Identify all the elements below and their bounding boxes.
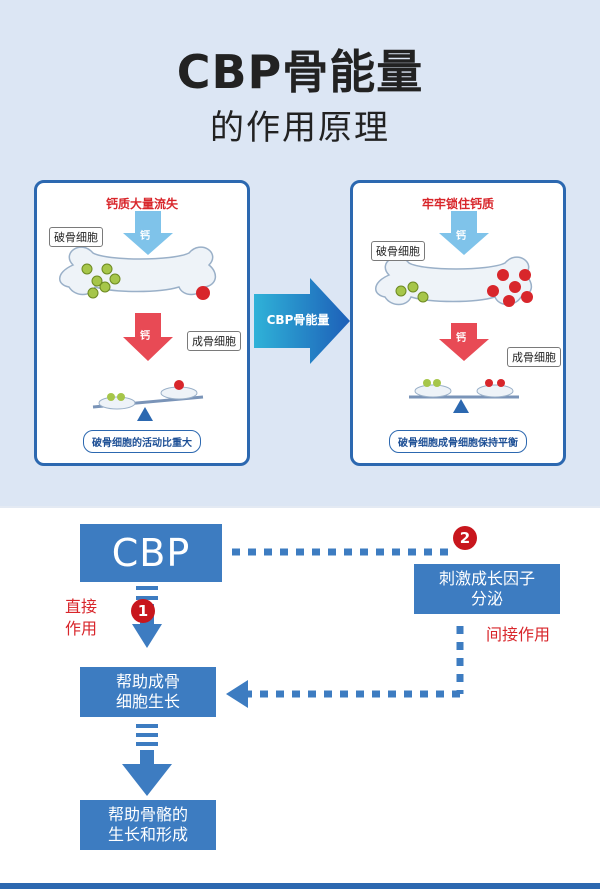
seesaw — [409, 379, 519, 413]
blue-down-arrow — [123, 211, 173, 255]
direct-label-line2: 作用 — [64, 619, 97, 638]
calcium-glyph-bottom-right: 钙 — [456, 333, 466, 344]
arrowhead-left — [226, 680, 248, 708]
panel-left-illustration — [59, 211, 217, 421]
bone-line2: 生长和形成 — [107, 825, 188, 844]
panel-right-footer: 破骨细胞成骨细胞保持平衡 — [389, 430, 527, 453]
page-subtitle: 的作用原理 — [210, 108, 390, 148]
cbp-box: CBP — [80, 524, 222, 582]
help-line2: 细胞生长 — [115, 692, 180, 711]
calcium-glyph-top-right: 钙 — [456, 231, 466, 242]
panel-left-footer: 破骨细胞的活动比重大 — [83, 430, 201, 453]
panel-right-illustration — [375, 211, 533, 413]
label-osteoclast-right: 破骨细胞 — [371, 241, 425, 261]
label-osteoblast-left: 成骨细胞 — [187, 331, 241, 351]
panel-calcium-loss: 钙质大量流失 破骨细胞 成骨细胞 钙 钙 破骨细胞的活动比重大 — [34, 180, 250, 466]
osteoclast-cells — [395, 281, 429, 303]
step-2-badge: 2 — [453, 526, 477, 550]
growth-factor-box: 刺激成长因子 分泌 — [414, 564, 560, 614]
help-osteoblast-box: 帮助成骨 细胞生长 — [80, 667, 216, 717]
osteoclast-cells — [81, 263, 121, 299]
help-line1: 帮助成骨 — [115, 672, 180, 691]
calcium-glyph-bottom-left: 钙 — [140, 331, 150, 342]
cbp-arrow-label: CBP骨能量 — [266, 313, 330, 327]
flow-connectors — [122, 548, 464, 796]
red-down-arrow — [123, 313, 173, 361]
red-down-arrow — [439, 323, 489, 361]
osteoblast-cell — [196, 286, 210, 300]
panel-calcium-lock: 牢牢锁住钙质 破骨细胞 成骨细胞 钙 钙 破骨细胞成骨细胞保持平衡 — [350, 180, 566, 466]
osteoblast-cells — [487, 269, 533, 307]
panel-left-title: 钙质大量流失 — [105, 197, 178, 211]
blue-down-arrow — [439, 211, 489, 255]
indirect-action-label: 间接作用 — [485, 625, 550, 644]
section-divider — [0, 506, 600, 508]
step-1-badge: 1 — [131, 599, 155, 623]
factor-line1: 刺激成长因子 — [438, 569, 535, 588]
page-title: CBP骨能量 — [176, 45, 424, 99]
factor-line2: 分泌 — [470, 589, 503, 608]
seesaw — [92, 380, 204, 421]
direct-action-label: 直接 作用 — [56, 596, 106, 640]
label-osteoblast-right: 成骨细胞 — [507, 347, 561, 367]
bone-growth-box: 帮助骨骼的 生长和形成 — [80, 800, 216, 850]
arrow-help-to-bone — [122, 724, 172, 796]
calcium-glyph-top-left: 钙 — [140, 231, 150, 242]
cbp-arrow — [254, 278, 350, 364]
label-osteoclast-left: 破骨细胞 — [49, 227, 103, 247]
bottom-bar — [0, 883, 600, 889]
panel-right-title: 牢牢锁住钙质 — [421, 197, 494, 211]
bone-line1: 帮助骨骼的 — [107, 805, 188, 824]
direct-label-line1: 直接 — [64, 597, 97, 616]
